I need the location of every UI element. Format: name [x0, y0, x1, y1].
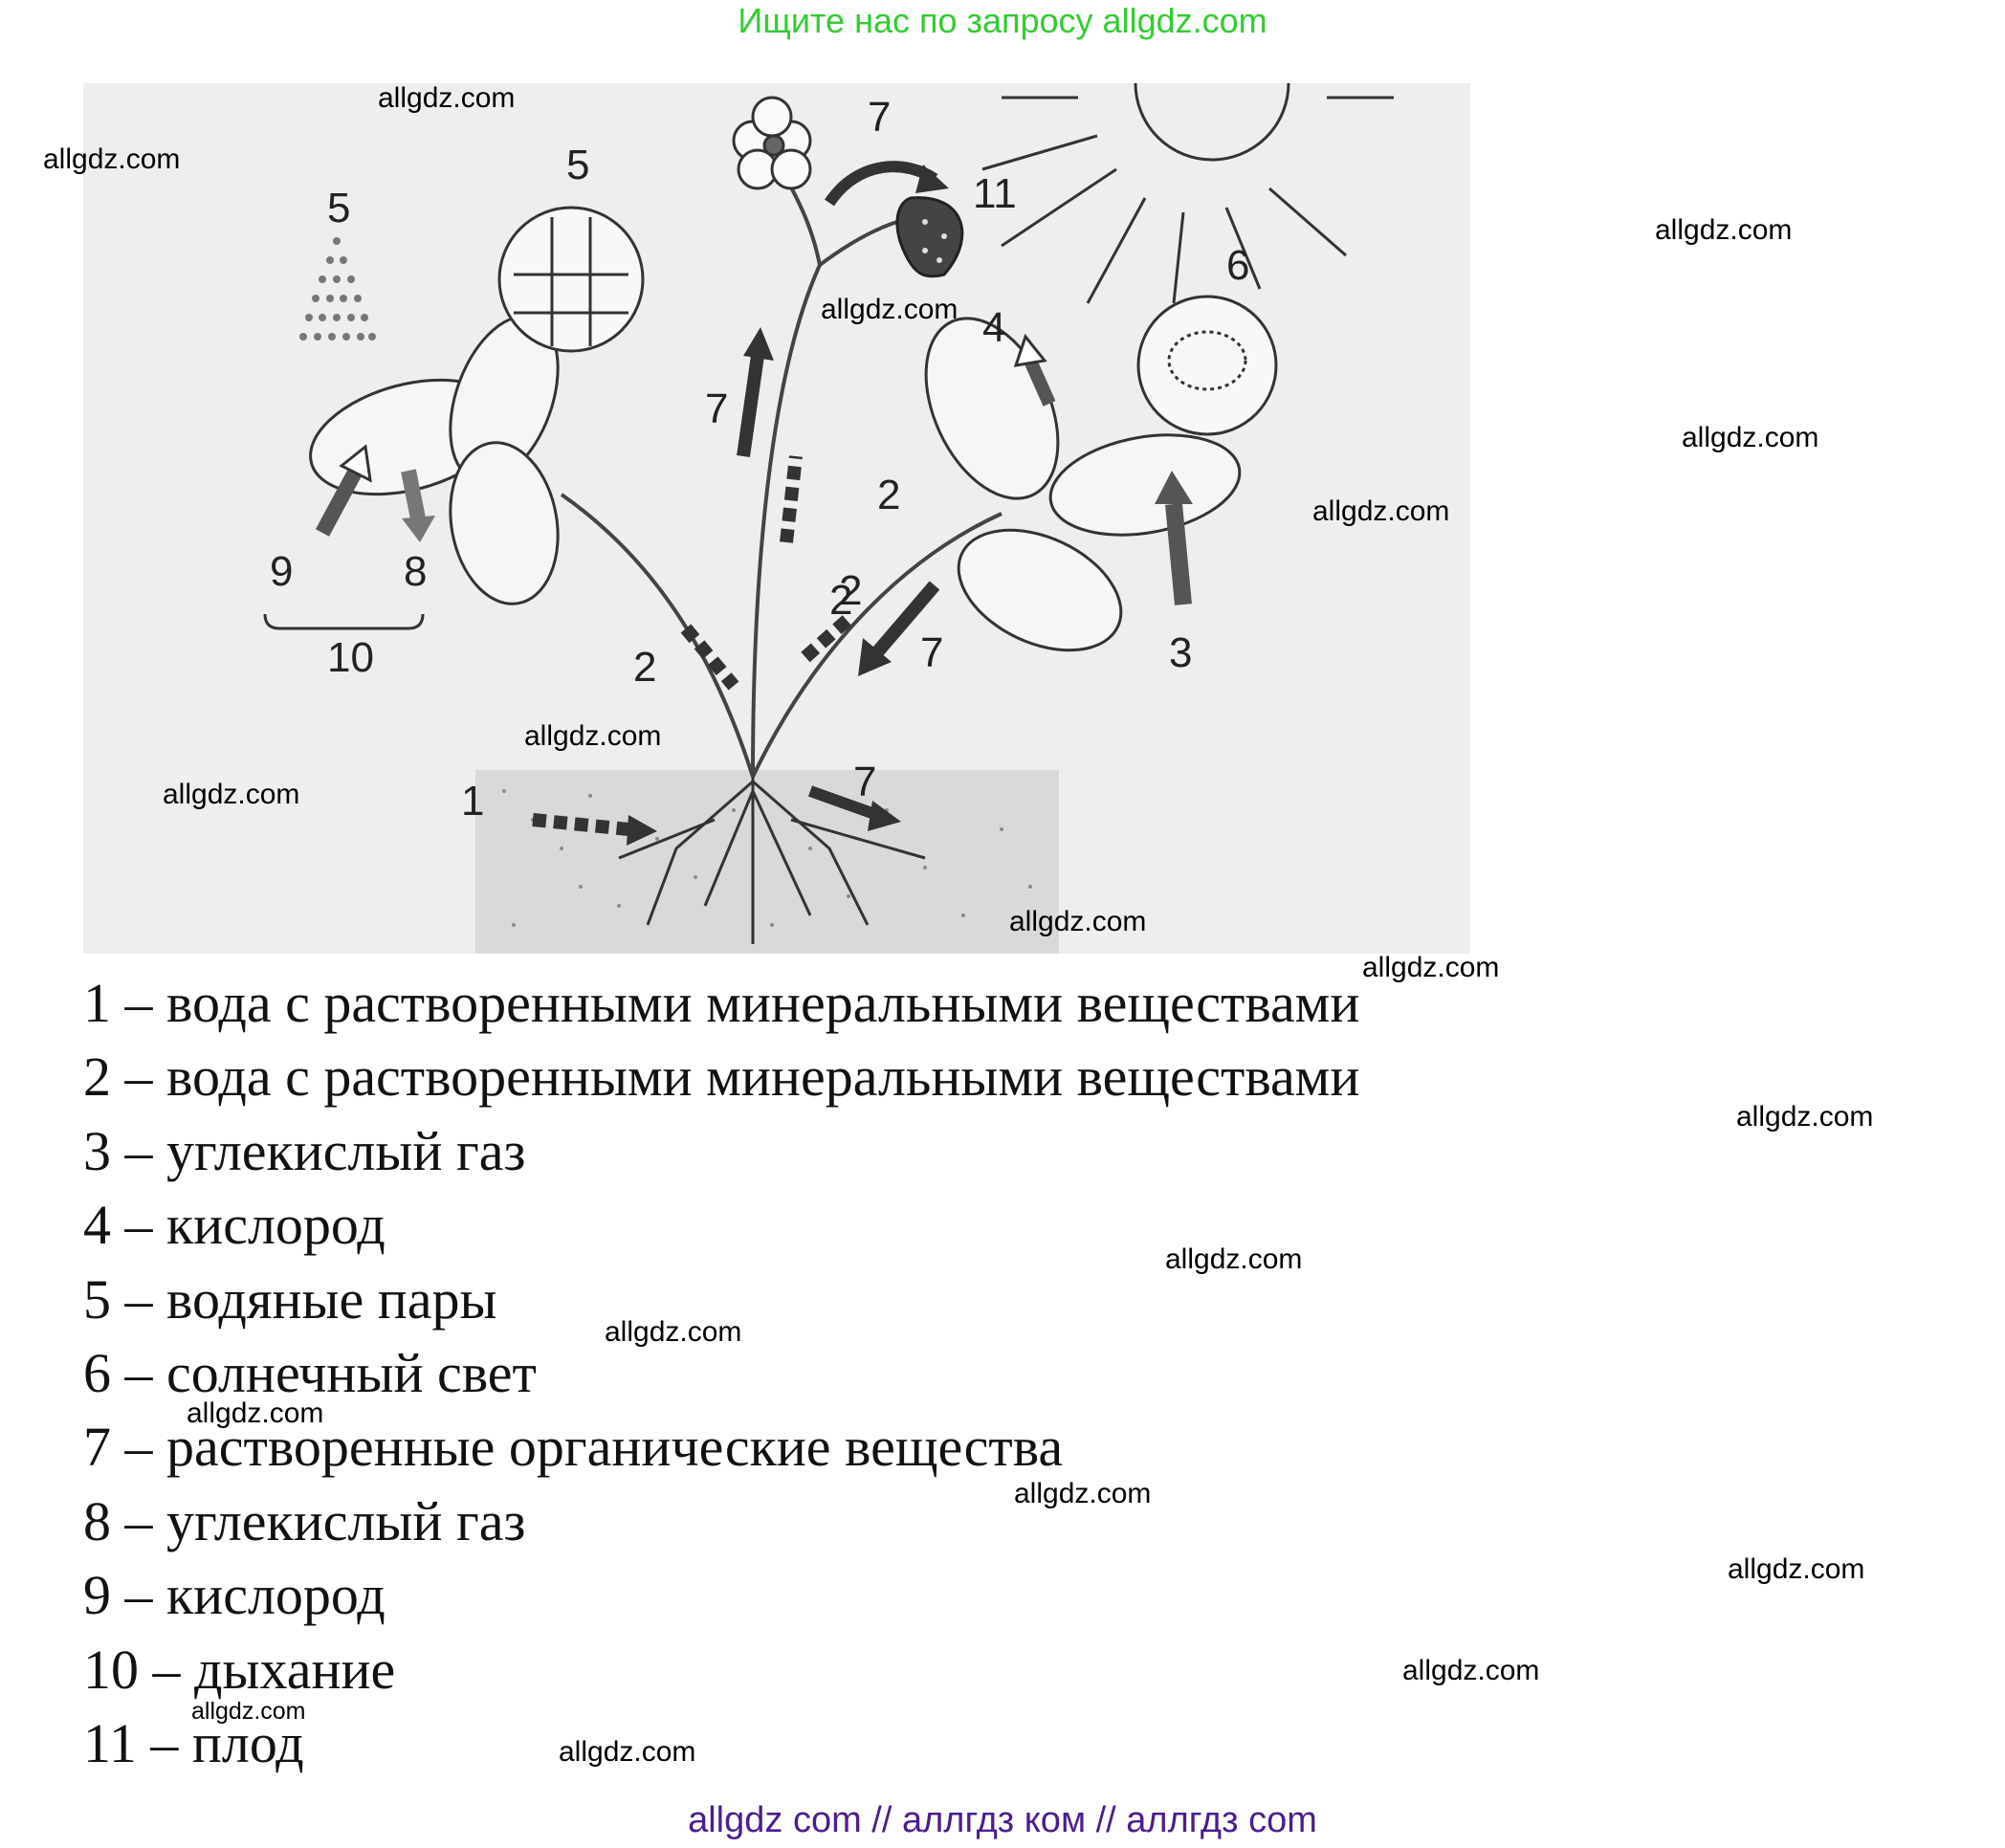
- label-8: 8: [404, 548, 427, 595]
- plant-diagram-svg: 1 2 2 2 2 3 4 5 5 6 7 7 7 7 8 9 10 11: [83, 83, 1470, 954]
- label-7a: 7: [868, 94, 891, 141]
- arrows: [263, 161, 1193, 846]
- legend-item: 2 – вода с растворенными минеральными ве…: [83, 1045, 1360, 1109]
- soil: [475, 770, 1059, 954]
- label-5b: 5: [566, 142, 589, 188]
- watermark: allgdz.com: [1009, 906, 1147, 937]
- label-5a: 5: [327, 185, 350, 231]
- label-7d: 7: [853, 759, 876, 805]
- legend-item: 1 – вода с растворенными минеральными ве…: [83, 972, 1360, 1034]
- watermark: allgdz.com: [378, 82, 516, 114]
- watermark: allgdz.com: [191, 1698, 306, 1725]
- flower: [732, 96, 812, 190]
- watermark: allgdz.com: [163, 779, 300, 810]
- label-2b: 2: [839, 567, 862, 614]
- watermark: allgdz.com: [187, 1397, 324, 1429]
- strawberry-fruit: [895, 196, 964, 278]
- legend-item: 6 – солнечный свет: [83, 1341, 537, 1404]
- watermark: allgdz.com: [1728, 1553, 1865, 1585]
- legend-list: 1 – вода с растворенными минеральными ве…: [83, 966, 1518, 1780]
- watermark: allgdz.com: [1165, 1243, 1303, 1275]
- legend-item: 3 – углекислый газ: [83, 1119, 526, 1182]
- label-2c: 2: [633, 644, 656, 691]
- legend-item: 5 – водяные пары: [83, 1267, 497, 1331]
- label-4: 4: [982, 304, 1005, 351]
- watermark: allgdz.com: [1014, 1478, 1152, 1509]
- watermark: allgdz.com: [1736, 1101, 1874, 1133]
- watermark: allgdz.com: [1362, 952, 1500, 983]
- label-11: 11: [973, 170, 1017, 217]
- sun: [981, 83, 1394, 304]
- label-3: 3: [1169, 629, 1192, 676]
- legend-item: 9 – кислород: [83, 1564, 386, 1627]
- legend-item: 11 – плод: [83, 1711, 304, 1774]
- header-banner: Ищите нас по запросу allgdz.com: [738, 1, 1267, 40]
- watermark: allgdz.com: [821, 294, 958, 325]
- legend-item: 4 – кислород: [83, 1194, 386, 1257]
- label-7b: 7: [705, 385, 728, 432]
- watermark: allgdz.com: [1655, 214, 1793, 246]
- footer-links: allgdz com // аллгдз ком // аллгдз com: [688, 1800, 1317, 1840]
- label-6: 6: [1226, 242, 1249, 289]
- label-10: 10: [327, 634, 374, 681]
- label-2d: 2: [829, 577, 852, 624]
- roots: [618, 777, 926, 944]
- label-1: 1: [461, 778, 484, 825]
- magnified-stomata-right: [1136, 295, 1278, 436]
- label-2a: 2: [877, 472, 900, 518]
- watermark: allgdz.com: [559, 1736, 696, 1768]
- watermark: allgdz.com: [43, 143, 181, 175]
- plant-diagram: 1 2 2 2 2 3 4 5 5 6 7 7 7 7 8 9 10 11: [83, 83, 1470, 954]
- magnified-stomata-left: [497, 206, 645, 353]
- legend-item: 10 – дыхание: [83, 1638, 396, 1701]
- watermark: allgdz.com: [605, 1316, 742, 1348]
- watermark: allgdz.com: [1402, 1655, 1540, 1686]
- legend-item: 8 – углекислый газ: [83, 1489, 526, 1552]
- label-7c: 7: [920, 629, 943, 676]
- watermark: allgdz.com: [1682, 422, 1819, 453]
- label-9: 9: [270, 548, 293, 595]
- water-vapor-dots: [299, 237, 376, 341]
- watermark: allgdz.com: [1312, 495, 1450, 527]
- watermark: allgdz.com: [524, 720, 662, 752]
- legend-item: 7 – растворенные органические вещества: [83, 1416, 1064, 1479]
